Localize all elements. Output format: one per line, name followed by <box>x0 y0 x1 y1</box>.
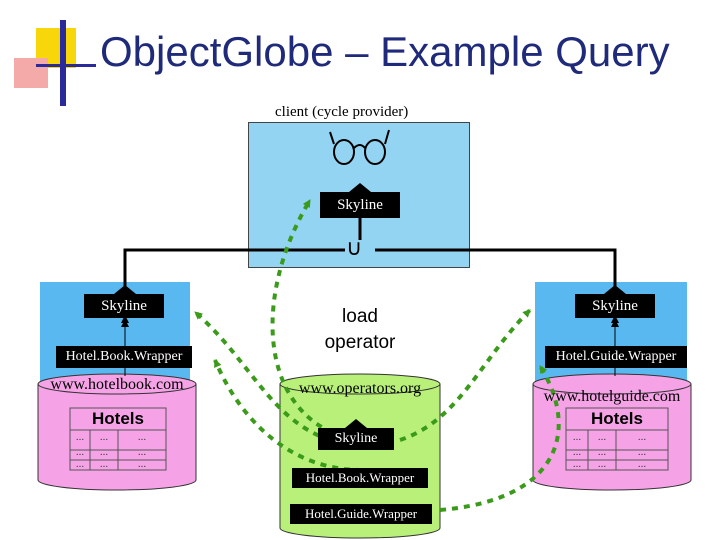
center-host-label: www.operators.org <box>298 380 422 397</box>
left-row-1-c3: ... <box>137 431 147 443</box>
right-skyline-operator: Skyline <box>575 294 655 318</box>
left-row-2-c1: ... <box>75 446 85 458</box>
logo-red-square <box>14 58 48 88</box>
left-row-2-c3: ... <box>137 446 147 458</box>
right-row-3-c3: ... <box>637 458 647 470</box>
left-row-1-c1: ... <box>75 431 85 443</box>
center-hotelguide-wrapper: Hotel.Guide.Wrapper <box>290 504 432 524</box>
left-row-3-c3: ... <box>137 458 147 470</box>
left-row-2-c2: ... <box>99 446 109 458</box>
right-row-3-c2: ... <box>597 458 607 470</box>
right-wrapper-operator: Hotel.Guide.Wrapper <box>545 346 687 368</box>
right-hotels-title: Hotels <box>591 409 643 428</box>
left-host-label: www.hotelbook.com <box>50 376 184 393</box>
right-row-1-c3: ... <box>637 431 647 443</box>
left-row-1-c2: ... <box>99 431 109 443</box>
client-skyline-operator: Skyline <box>320 192 400 218</box>
center-hotelbook-wrapper: Hotel.Book.Wrapper <box>292 468 428 488</box>
left-skyline-operator: Skyline <box>84 294 164 318</box>
center-skyline-roof <box>345 419 367 428</box>
right-row-3-c1: ... <box>572 458 582 470</box>
client-skyline-roof <box>349 183 371 192</box>
right-row-1-c1: ... <box>572 431 582 443</box>
union-symbol: ∪ <box>346 236 363 261</box>
left-hotels-table <box>69 407 167 471</box>
glasses-icon <box>329 129 390 165</box>
load-arrows <box>193 198 561 512</box>
logo-blue-vline <box>60 20 66 106</box>
left-row-3-c1: ... <box>75 458 85 470</box>
right-row-2-c1: ... <box>572 446 582 458</box>
center-operator-cylinder <box>279 373 441 539</box>
right-row-1-c2: ... <box>597 431 607 443</box>
load-operator-line2: operator <box>324 332 396 353</box>
load-operator-line1: load <box>342 306 378 327</box>
right-row-2-c3: ... <box>637 446 647 458</box>
left-row-3-c2: ... <box>99 458 109 470</box>
load-operator-label: load operator <box>305 304 415 356</box>
right-skyline-roof <box>604 285 626 294</box>
slide-title: ObjectGlobe – Example Query <box>100 28 670 75</box>
left-skyline-roof <box>114 285 136 294</box>
left-wrapper-operator: Hotel.Book.Wrapper <box>56 346 192 368</box>
right-host-label: www.hotelguide.com <box>543 388 681 405</box>
right-hotels-table <box>565 407 669 471</box>
right-database-cylinder <box>532 373 692 491</box>
right-row-2-c2: ... <box>597 446 607 458</box>
dataflow-lines <box>123 218 617 290</box>
left-database-cylinder <box>37 373 197 491</box>
client-label: client (cycle provider) <box>275 104 409 120</box>
logo-blue-hline <box>36 64 96 67</box>
left-hotels-title: Hotels <box>92 409 144 428</box>
center-skyline-operator: Skyline <box>318 428 394 450</box>
